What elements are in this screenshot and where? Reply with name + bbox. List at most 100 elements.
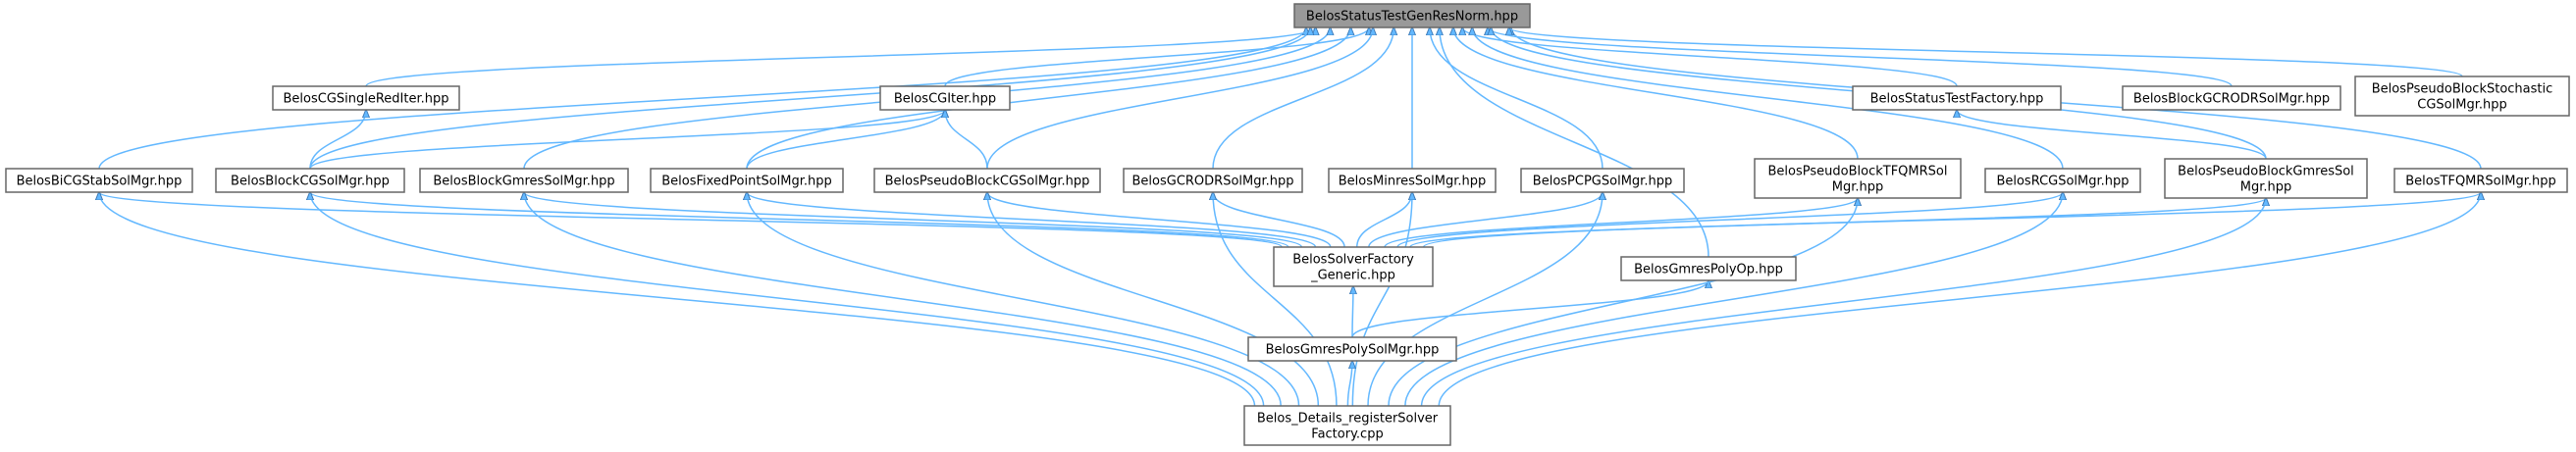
dependency-edge <box>524 192 1282 407</box>
edge-register-to-rcg <box>1404 192 2063 407</box>
file-node-label: BelosRCGSolMgr.hpp <box>1996 175 2129 189</box>
edge-bicgstab-to-root <box>98 27 1306 170</box>
dependency-edge <box>1430 27 1603 170</box>
dependency-edge <box>1438 192 2481 407</box>
file-node-label: BelosTFQMRSolMgr.hpp <box>2405 175 2555 189</box>
file-node-minres[interactable]: BelosMinresSolMgr.hpp <box>1328 168 1497 193</box>
file-node-blockcg[interactable]: BelosBlockCGSolMgr.hpp <box>215 168 405 193</box>
edge-blockcg-to-root <box>309 27 1310 170</box>
file-node-label: BelosStatusTestGenResNorm.hpp <box>1306 10 1518 25</box>
edge-factory-to-pcpg <box>1368 192 1603 248</box>
edge-pbgmres-to-stfactory <box>1957 110 2267 160</box>
dependency-edge <box>309 110 366 170</box>
file-node-box <box>873 168 1101 193</box>
edge-stfactory-to-root <box>1462 27 1958 87</box>
file-node-polysol[interactable]: BelosGmresPolySolMgr.hpp <box>1247 336 1457 362</box>
edge-register-to-blockgmres <box>524 192 1282 407</box>
dependency-edge <box>1212 27 1393 170</box>
edge-bgcrodr-to-root <box>1488 27 2233 87</box>
dependency-edge <box>1368 192 1603 248</box>
file-node-fixedpoint[interactable]: BelosFixedPointSolMgr.hpp <box>650 168 844 193</box>
file-node-box <box>272 85 460 111</box>
file-node-label: CGSolMgr.hpp <box>2417 98 2506 113</box>
edge-factory-to-fixedpoint <box>747 192 1317 248</box>
file-node-label: BelosPseudoBlockCGSolMgr.hpp <box>885 175 1090 189</box>
dependency-edge <box>1352 286 1353 338</box>
file-node-polyop[interactable]: BelosGmresPolyOp.hpp <box>1620 256 1797 281</box>
dependency-edge <box>746 110 945 170</box>
file-node-label: Factory.cpp <box>1311 427 1383 442</box>
file-node-cgsingle[interactable]: BelosCGSingleRedIter.hpp <box>272 85 460 111</box>
file-node-gcrodr[interactable]: BelosGCRODRSolMgr.hpp <box>1123 168 1303 193</box>
edge-cgiter-to-root <box>944 27 1369 87</box>
dependency-edges <box>98 27 2481 407</box>
dependency-edge <box>1472 27 2064 170</box>
edge-register-to-bicgstab <box>99 192 1256 407</box>
edge-register-to-polysol <box>1346 361 1352 407</box>
edge-factory-to-blockgmres <box>524 192 1303 248</box>
file-node-pcpg[interactable]: BelosPCPGSolMgr.hpp <box>1520 168 1685 193</box>
file-node-box <box>2164 158 2368 199</box>
file-node-box <box>1293 3 1531 28</box>
dependency-edge <box>1351 192 1412 407</box>
file-node-box <box>879 85 1011 111</box>
dependency-edge <box>365 27 1316 87</box>
dependency-edge <box>1367 192 1603 407</box>
file-node-box <box>2354 75 2570 117</box>
dependency-edge <box>747 192 1300 407</box>
file-node-box <box>5 168 193 193</box>
file-node-box <box>1852 85 2062 111</box>
file-node-box <box>1328 168 1497 193</box>
edge-polyop-to-root <box>1440 27 1709 258</box>
file-node-label: Mgr.hpp <box>2240 180 2292 195</box>
file-node-bgcrodr[interactable]: BelosBlockGCRODRSolMgr.hpp <box>2122 85 2341 111</box>
file-node-cgiter[interactable]: BelosCGIter.hpp <box>879 85 1011 111</box>
file-node-blockgmres[interactable]: BelosBlockGmresSolMgr.hpp <box>419 168 629 193</box>
dependency-edge <box>1420 198 2266 407</box>
edge-factory-to-rcg <box>1396 192 2063 248</box>
file-node-label: BelosMinresSolMgr.hpp <box>1339 175 1486 189</box>
file-node-bicgstab[interactable]: BelosBiCGStabSolMgr.hpp <box>5 168 193 193</box>
dependency-edge <box>1509 27 2463 77</box>
file-node-box <box>1520 168 1685 193</box>
edge-factory-to-pseudocg <box>987 192 1332 248</box>
file-node-rcg[interactable]: BelosRCGSolMgr.hpp <box>1984 168 2141 193</box>
file-node-label: _Generic.hpp <box>1310 269 1395 283</box>
file-node-stfactory[interactable]: BelosStatusTestFactory.hpp <box>1852 85 2062 111</box>
dependency-edge <box>1462 27 1958 87</box>
edge-cgsingle-to-root <box>365 27 1316 87</box>
dependency-edge <box>310 192 1265 407</box>
file-node-label: BelosPseudoBlockStochastic <box>2372 82 2553 97</box>
file-node-tfqmr[interactable]: BelosTFQMRSolMgr.hpp <box>2393 168 2568 193</box>
file-node-pseudocg[interactable]: BelosPseudoBlockCGSolMgr.hpp <box>873 168 1101 193</box>
file-node-label: BelosPseudoBlockTFQMRSol <box>1768 165 1948 179</box>
dependency-edge <box>1422 192 2481 248</box>
dependency-edge <box>746 27 1350 170</box>
file-node-label: Mgr.hpp <box>1832 180 1884 195</box>
file-node-label: BelosGmresPolySolMgr.hpp <box>1266 343 1440 358</box>
edge-register-to-pbtfqmr <box>1388 198 1858 407</box>
edge-pbtfqmr-to-root <box>1453 27 1859 160</box>
dependency-edge <box>986 27 1373 170</box>
file-node-box <box>650 168 844 193</box>
edge-polysol-to-factory <box>1352 286 1353 338</box>
edge-factory-to-bicgstab <box>99 192 1283 248</box>
dependency-edge <box>309 110 945 170</box>
file-node-box <box>1273 246 1434 287</box>
file-node-label: Belos_Details_registerSolver <box>1257 412 1439 427</box>
edge-pcpg-to-root <box>1430 27 1603 170</box>
file-node-label: BelosBiCGStabSolMgr.hpp <box>17 175 183 189</box>
edge-factory-to-gcrodr <box>1213 192 1345 248</box>
edge-rcg-to-root <box>1472 27 2064 170</box>
edge-factory-to-pbtfqmr <box>1384 198 1858 248</box>
file-node-factory[interactable]: BelosSolverFactory_Generic.hpp <box>1273 246 1434 287</box>
file-node-label: BelosSolverFactory <box>1292 253 1414 268</box>
file-node-root: BelosStatusTestGenResNorm.hpp <box>1293 3 1531 28</box>
file-node-label: BelosBlockCGSolMgr.hpp <box>231 175 390 189</box>
edge-register-to-pcpg <box>1367 192 1603 407</box>
